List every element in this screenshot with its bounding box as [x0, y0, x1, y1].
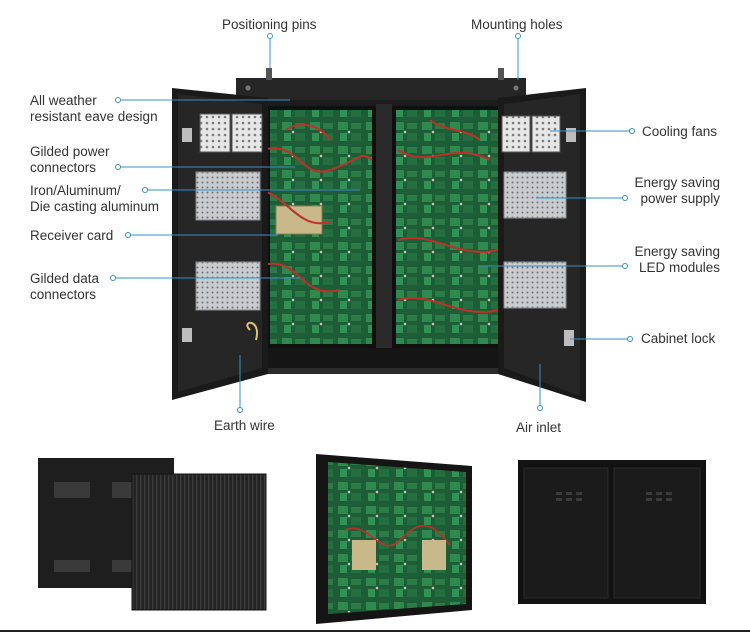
pcb-bay-right	[396, 110, 498, 344]
power-supply-icon	[503, 261, 567, 309]
label-energy-power: Energy saving power supply	[628, 175, 720, 207]
receiver-card	[275, 205, 323, 235]
label-air-inlet: Air inlet	[516, 420, 562, 435]
cooling-fan-icon	[501, 115, 531, 153]
label-iron-aluminum-line2: Die casting aluminum	[30, 199, 160, 214]
label-positioning-pins: Positioning pins	[222, 17, 317, 32]
power-supply-icon	[503, 171, 567, 219]
label-mounting-holes: Mounting holes	[471, 17, 563, 32]
label-iron-aluminum-line1: Iron/Aluminum/	[30, 183, 121, 198]
label-cabinet-lock: Cabinet lock	[641, 331, 716, 346]
label-receiver-card: Receiver card	[30, 228, 114, 243]
thumbnail-module-view	[316, 454, 472, 624]
cooling-fan-icon	[531, 115, 561, 153]
power-supply-icon	[195, 261, 261, 311]
cooling-fan-icon	[231, 113, 263, 153]
positioning-pin	[498, 68, 504, 80]
thumbnail-closed-view	[518, 460, 706, 604]
label-earth-wire: Earth wire	[214, 418, 275, 433]
cabinet-lock	[564, 330, 574, 346]
positioning-pin	[266, 68, 272, 80]
bottom-divider	[0, 630, 750, 632]
main-cabinet	[234, 68, 530, 374]
red-cables	[261, 119, 499, 313]
left-door	[172, 88, 268, 400]
mounting-hole	[513, 85, 519, 91]
label-gilded-data-line1: Gilded data	[30, 271, 100, 286]
label-iron-aluminum: Iron/Aluminum/ Die casting aluminum	[30, 183, 159, 215]
label-gilded-data: Gilded data connectors	[30, 271, 99, 303]
label-gilded-power: Gilded power connectors	[30, 144, 110, 176]
label-cooling-fans: Cooling fans	[642, 124, 718, 139]
label-energy-power-line1: Energy saving	[634, 175, 720, 190]
label-all-weather-line1: All weather	[30, 93, 97, 108]
label-gilded-power-line2: connectors	[30, 160, 97, 175]
label-energy-led: Energy saving LED modules	[628, 244, 720, 276]
mounting-hole	[245, 85, 251, 91]
label-gilded-data-line2: connectors	[30, 287, 97, 302]
cooling-fan-icon	[199, 113, 231, 153]
eave	[236, 78, 526, 102]
right-door	[498, 88, 586, 402]
label-energy-led-line1: Energy saving	[634, 244, 720, 259]
label-energy-power-line2: power supply	[640, 191, 720, 206]
label-all-weather: All weather resistant eave design	[30, 93, 158, 125]
leader-lines	[110, 33, 635, 413]
label-all-weather-line2: resistant eave design	[30, 109, 158, 124]
thumbnail-back-view	[38, 458, 267, 611]
label-gilded-power-line1: Gilded power	[30, 144, 110, 159]
label-energy-led-line2: LED modules	[638, 260, 720, 275]
power-supply-icon	[195, 171, 261, 221]
